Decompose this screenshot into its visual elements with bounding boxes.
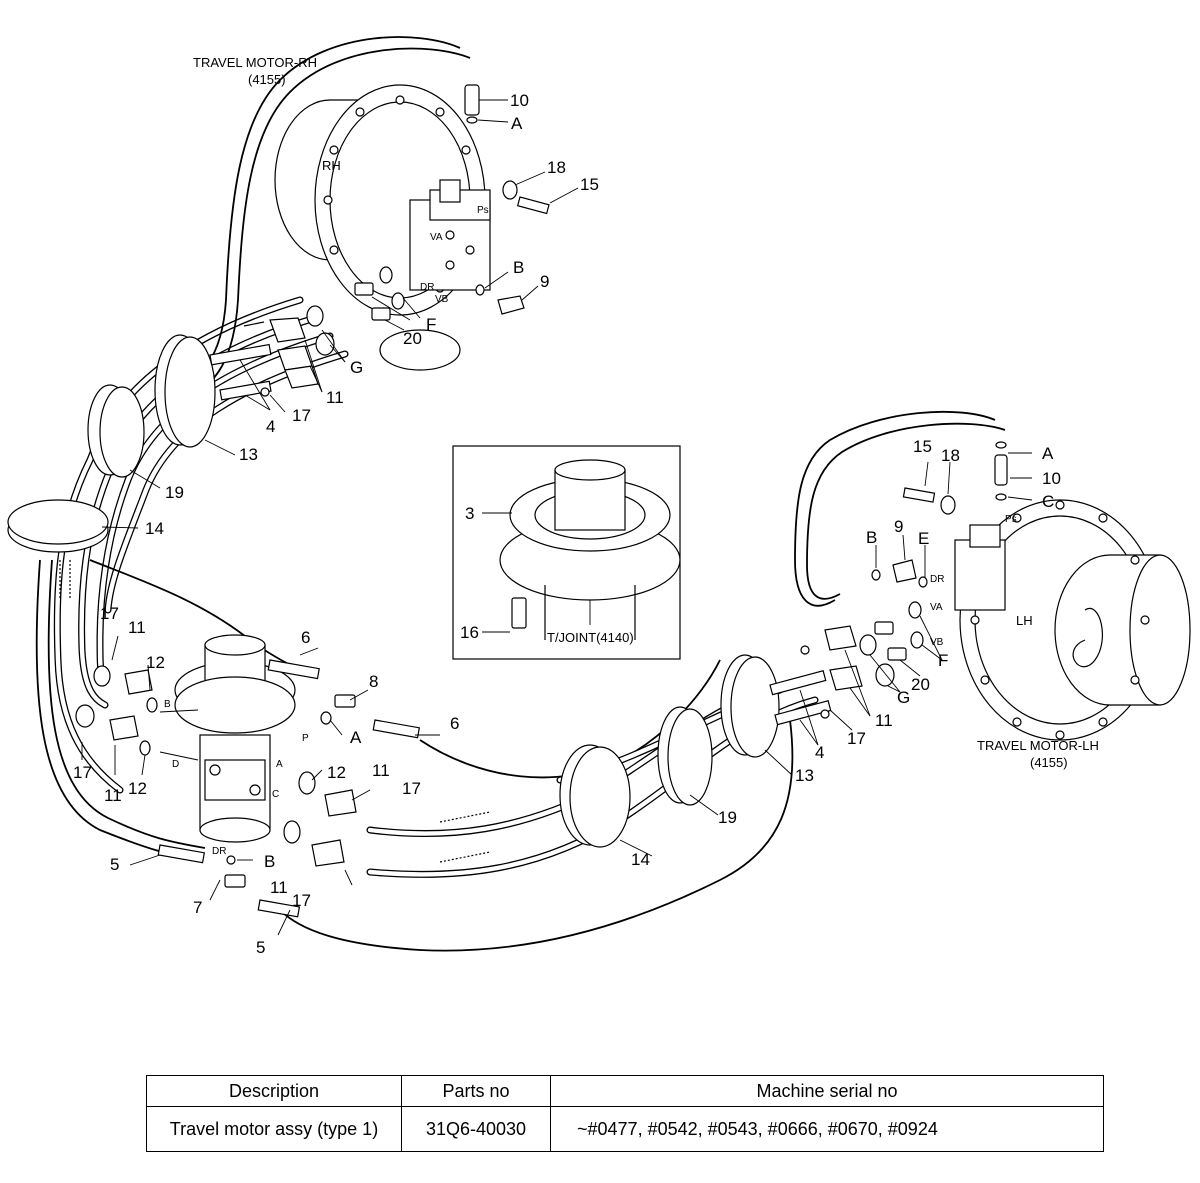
inset-caption: T/JOINT(4140) (547, 630, 634, 645)
callout-8: 8 (369, 672, 378, 691)
travel-motor-lh: LH DR VA VB Ps TRAVEL MOTOR-LH (4155) (930, 499, 1191, 770)
lh-bolt-circle (970, 500, 1150, 740)
inset-callout-16: 16 (460, 623, 479, 642)
travel-motor-diagram: RH VA DR VB Ps TRAVEL MOTOR-RH (4155) (7, 36, 1191, 957)
swivel-port-c: C (272, 789, 279, 800)
rh-port-vb: VB (435, 294, 449, 305)
callout-c-lh: C (1042, 492, 1054, 511)
swivel-port-a: A (276, 759, 283, 770)
rh-port-ps: Ps (477, 205, 489, 216)
swivel-joint: B D A C P DR (159, 634, 309, 857)
cell-description: Travel motor assy (type 1) (146, 1106, 402, 1152)
callout-19-right: 19 (718, 808, 737, 827)
callout-11-rh: 11 (326, 388, 344, 407)
callout-20-lh: 20 (911, 675, 930, 694)
callout-6-lower: 6 (450, 714, 459, 733)
inset-callout-3: 3 (465, 504, 474, 523)
callout-17-swivel-upper: 17 (100, 604, 119, 623)
callout-f-lh: F (938, 651, 948, 670)
callout-17-swivel-lower: 17 (73, 763, 92, 782)
lh-port-vb: VB (930, 637, 944, 648)
rh-port-dr: DR (420, 282, 434, 293)
callout-11-right-b: 11 (270, 878, 288, 897)
lh-port-dr: DR (930, 574, 944, 585)
callout-4-lh: 4 (815, 743, 824, 762)
callout-14-right: 14 (631, 850, 650, 869)
callout-4-rh: 4 (266, 417, 275, 436)
callout-15-rh: 15 (580, 175, 599, 194)
header-description: Description (146, 1075, 402, 1107)
swivel-fittings (75, 635, 440, 936)
cell-serial-no: ~#0477, #0542, #0543, #0666, #0670, #092… (550, 1106, 1104, 1152)
callout-11-lh: 11 (875, 711, 893, 730)
callout-a-rh: A (511, 114, 523, 133)
callout-b-rh: B (513, 258, 524, 277)
callout-a-lh: A (1042, 444, 1054, 463)
travel-motor-rh: RH VA DR VB Ps TRAVEL MOTOR-RH (4155) (193, 55, 491, 371)
callout-13-right: 13 (795, 766, 814, 785)
callout-17-rh: 17 (292, 406, 311, 425)
callout-9-rh: 9 (540, 272, 549, 291)
callout-5-bottom: 5 (256, 938, 265, 957)
callout-12-swivel-upper: 12 (146, 653, 165, 672)
rh-mark-label: RH (322, 158, 341, 173)
callout-g-rh: G (350, 358, 363, 377)
callout-11-right-a: 11 (372, 761, 390, 780)
rh-port-va: VA (430, 232, 443, 243)
header-serial-no: Machine serial no (550, 1075, 1104, 1107)
callout-5-left: 5 (110, 855, 119, 874)
lh-motor-title: TRAVEL MOTOR-LH (977, 738, 1099, 753)
lh-fittings (769, 441, 1033, 746)
lh-motor-code: (4155) (1030, 755, 1068, 770)
callout-e-lh: E (918, 529, 929, 548)
callout-18-lh: 18 (941, 446, 960, 465)
callout-18-rh: 18 (547, 158, 566, 177)
inset-t-joint: 3 16 T/JOINT(4140) (452, 445, 681, 660)
callout-12-right: 12 (327, 763, 346, 782)
rh-motor-code: (4155) (248, 72, 286, 87)
callout-10-rh: 10 (510, 91, 529, 110)
callout-a-swivel: A (350, 728, 362, 747)
table-header-row: Description Parts no Machine serial no (146, 1075, 1104, 1107)
lh-mark-label: LH (1016, 613, 1033, 628)
callout-17-right-a: 17 (402, 779, 421, 798)
parts-info-table: Description Parts no Machine serial no T… (146, 1075, 1104, 1152)
callout-6-upper: 6 (301, 628, 310, 647)
callout-f-rh: F (426, 315, 436, 334)
swivel-port-dr: DR (212, 846, 226, 857)
callout-g-lh: G (897, 688, 910, 707)
callout-13-left: 13 (239, 445, 258, 464)
callout-20-rh: 20 (403, 329, 422, 348)
lh-port-va: VA (930, 602, 943, 613)
callout-11-swivel-upper: 11 (128, 618, 146, 637)
rh-clamps (209, 317, 323, 413)
rh-fittings (306, 84, 579, 363)
swivel-port-d: D (172, 759, 179, 770)
cell-parts-no: 31Q6-40030 (401, 1106, 551, 1152)
callout-14-left: 14 (145, 519, 164, 538)
swivel-port-b: B (164, 699, 171, 710)
table-row: Travel motor assy (type 1) 31Q6-40030 ~#… (146, 1106, 1104, 1152)
callout-7: 7 (193, 898, 202, 917)
callout-9-lh: 9 (894, 517, 903, 536)
rh-motor-title: TRAVEL MOTOR-RH (193, 55, 317, 70)
callout-10-lh: 10 (1042, 469, 1061, 488)
callout-15-lh: 15 (913, 437, 932, 456)
callout-12-swivel-lower: 12 (128, 779, 147, 798)
swivel-port-p: P (302, 733, 309, 744)
hose-clamps (7, 334, 793, 857)
lh-port-ps: Ps (1005, 514, 1017, 525)
callout-b-lh: B (866, 528, 877, 547)
callout-b-swivel: B (264, 852, 275, 871)
callout-17-lh: 17 (847, 729, 866, 748)
callout-19-left: 19 (165, 483, 184, 502)
callout-17-right-b: 17 (292, 891, 311, 910)
callouts: 10 A 18 15 B 9 F 20 G 11 17 4 13 19 14 6… (73, 91, 1061, 957)
header-parts-no: Parts no (401, 1075, 551, 1107)
callout-11-swivel-lower: 11 (104, 786, 122, 805)
